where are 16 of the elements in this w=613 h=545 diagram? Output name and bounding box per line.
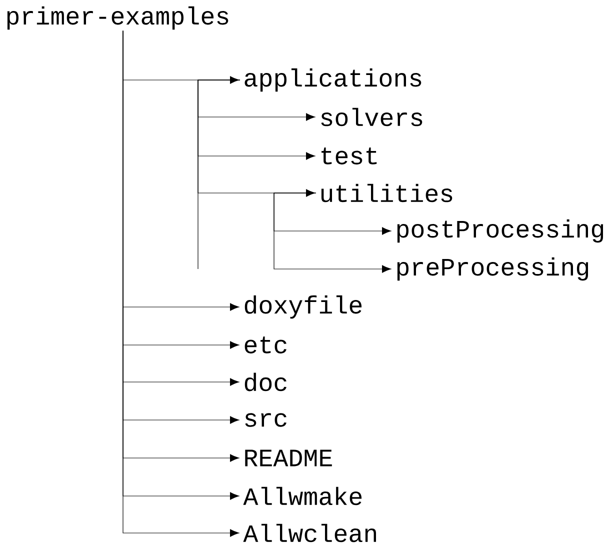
folder-name: postProcessing bbox=[397, 219, 604, 243]
folder-name: Allwmake bbox=[243, 486, 362, 506]
folder-name: src bbox=[245, 413, 286, 427]
folder-name: primer-examples bbox=[7, 6, 228, 30]
folder-name: doxyfile bbox=[244, 295, 362, 319]
folder-name: test bbox=[322, 148, 377, 164]
arrow bbox=[274, 192, 392, 273]
folder-name: Allwclean bbox=[243, 524, 376, 542]
arrow bbox=[198, 80, 316, 197]
folder-name: etc bbox=[244, 336, 286, 354]
folder-name: solvers bbox=[321, 108, 422, 126]
folder-name: utilities bbox=[321, 184, 452, 202]
folder-name: preProcessing bbox=[397, 257, 588, 281]
folder-name: doc bbox=[244, 372, 286, 392]
folder-name: applications bbox=[244, 68, 422, 92]
folder-name: README bbox=[245, 450, 332, 466]
